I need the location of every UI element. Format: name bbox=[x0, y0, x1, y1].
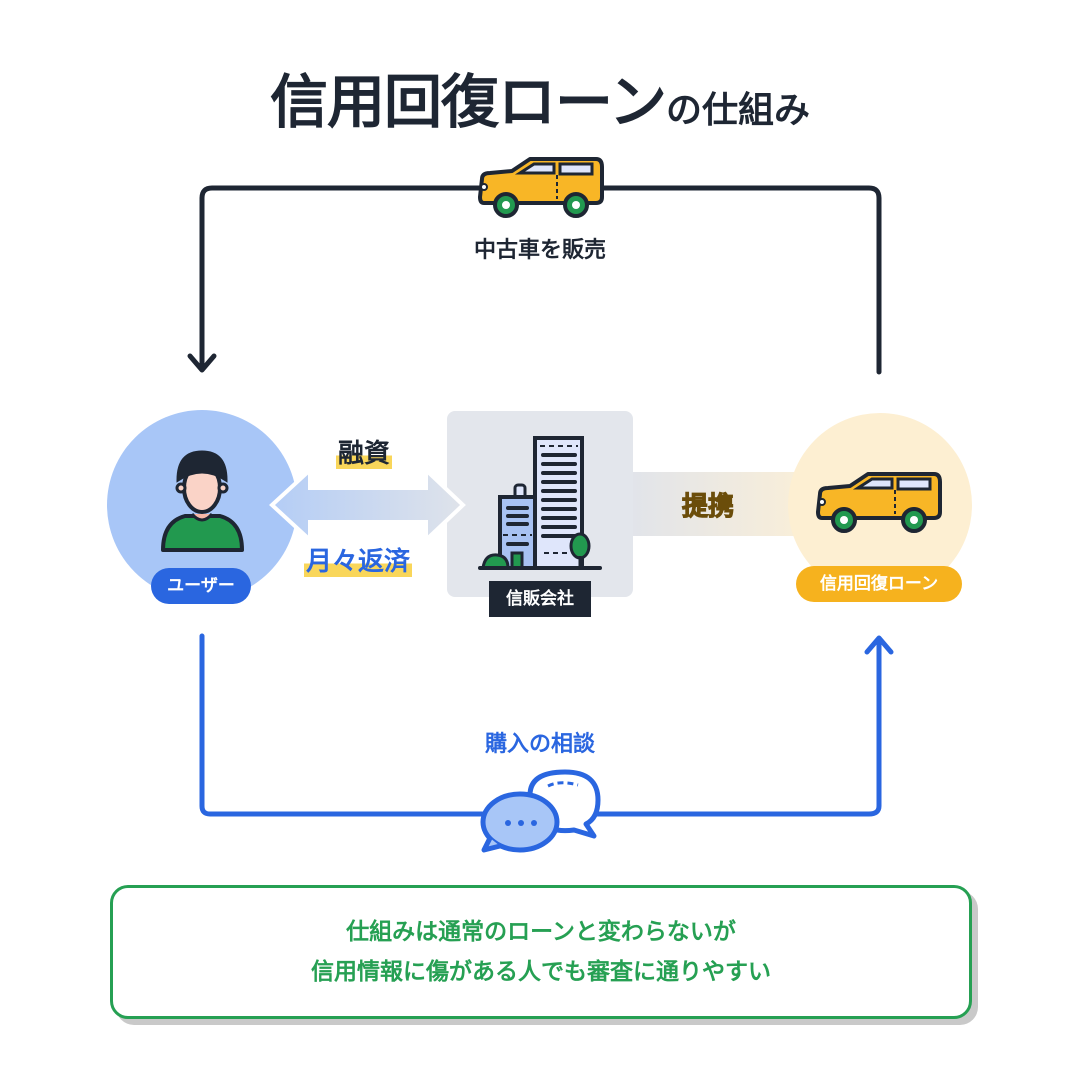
double-arrow-icon bbox=[269, 465, 466, 545]
car-icon-loan bbox=[816, 472, 942, 533]
loan-label: 信用回復ローン bbox=[796, 566, 962, 602]
partnership-label: 提携 bbox=[681, 492, 735, 523]
title-main: 信用回復ローン bbox=[269, 68, 667, 136]
repayment-label: 月々返済 bbox=[304, 547, 413, 577]
page-title: 信用回復ローンの仕組み bbox=[0, 55, 1080, 139]
title-suffix: の仕組み bbox=[666, 90, 811, 131]
financing-label: 融資 bbox=[336, 439, 393, 469]
arrow-head-up-icon bbox=[864, 635, 894, 655]
note-line-2: 信用情報に傷がある人でも審査に通りやすい bbox=[311, 959, 771, 985]
car-icon-top bbox=[478, 157, 604, 218]
building-icon bbox=[478, 436, 602, 570]
note-line-1: 仕組みは通常のローンと変わらないが bbox=[346, 919, 736, 945]
user-label: ユーザー bbox=[151, 568, 251, 604]
arrow-head-down-icon bbox=[187, 353, 217, 373]
summary-note: 仕組みは通常のローンと変わらないが 信用情報に傷がある人でも審査に通りやすい bbox=[110, 885, 972, 1019]
flow-line-top bbox=[199, 185, 882, 375]
flow-label-bottom: 購入の相談 bbox=[484, 732, 595, 757]
chat-bubbles-icon bbox=[480, 769, 601, 853]
flow-label-top: 中古車を販売 bbox=[473, 238, 606, 263]
user-icon bbox=[161, 450, 244, 552]
company-label: 信販会社 bbox=[489, 581, 591, 617]
